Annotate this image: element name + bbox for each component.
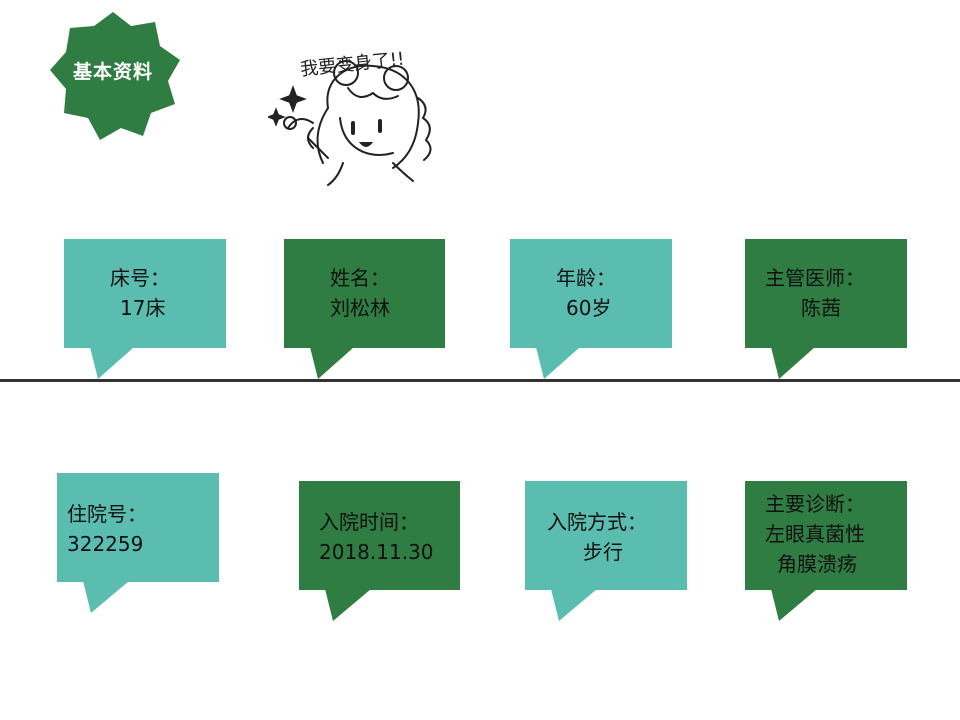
card-admission-number: 住院号： 322259: [57, 473, 219, 615]
age-label: 年龄：: [556, 266, 616, 290]
doctor-value: 陈茜: [801, 296, 841, 320]
speech-tail-icon: [90, 347, 134, 379]
bed-label: 床号：: [110, 266, 170, 290]
age-value: 60岁: [566, 296, 612, 320]
card-admission-method: 入院方式： 步行: [525, 481, 687, 623]
card-age: 年龄： 60岁: [510, 239, 672, 381]
bed-value: 17床: [120, 296, 166, 320]
badge-label: 基本资料: [72, 60, 153, 83]
diagnosis-value-line2: 角膜溃疡: [777, 552, 857, 576]
card-admission-time: 入院时间： 2018.11.30: [299, 481, 460, 623]
admission-number-label: 住院号：: [67, 502, 147, 526]
diagnosis-value-line1: 左眼真菌性: [765, 522, 865, 546]
speech-tail-icon: [325, 589, 371, 621]
doctor-label: 主管医师：: [765, 266, 865, 290]
speech-tail-icon: [310, 347, 354, 379]
admission-time-value: 2018.11.30: [319, 540, 434, 564]
diagnosis-label: 主要诊断：: [765, 492, 865, 516]
speech-tail-icon: [83, 581, 129, 613]
admission-number-value: 322259: [67, 532, 144, 556]
speech-tail-icon: [551, 589, 597, 621]
name-label: 姓名：: [330, 266, 390, 290]
card-main-diagnosis: 主要诊断： 左眼真菌性 角膜溃疡: [745, 481, 907, 623]
timeline-divider: [0, 379, 960, 382]
section-badge: 基本资料: [48, 10, 188, 140]
card-name: 姓名： 刘松林: [284, 239, 445, 381]
card-attending-doctor: 主管医师： 陈茜: [745, 239, 907, 381]
speech-tail-icon: [771, 347, 815, 379]
starburst-badge-icon: [50, 12, 180, 140]
speech-tail-icon: [771, 589, 817, 621]
admission-method-value: 步行: [583, 540, 623, 564]
girl-sketch-icon: [266, 60, 432, 186]
admission-method-label: 入院方式：: [547, 510, 647, 534]
name-value: 刘松林: [330, 296, 390, 320]
admission-time-label: 入院时间：: [319, 510, 419, 534]
card-bed-number: 床号： 17床: [64, 239, 226, 381]
speech-tail-icon: [536, 347, 580, 379]
cartoon-illustration: 我要变身了!!: [266, 28, 468, 188]
